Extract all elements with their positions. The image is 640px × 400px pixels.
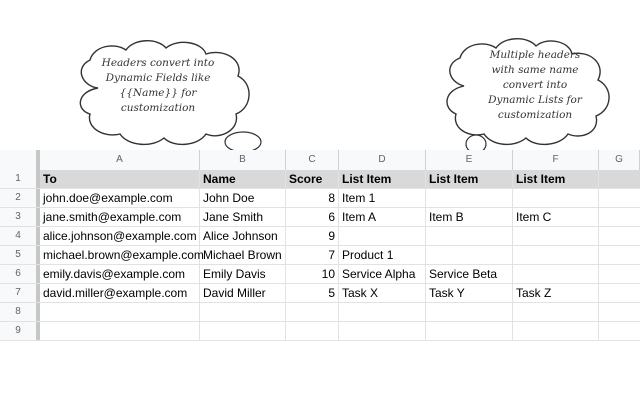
cell-list-item[interactable] — [339, 227, 426, 245]
row-number[interactable]: 2 — [0, 189, 40, 207]
empty-cell[interactable] — [513, 322, 599, 340]
header-cell-list-item[interactable]: List Item — [339, 170, 426, 188]
row-number[interactable]: 9 — [0, 322, 40, 340]
left-note-line: {{Name}} for — [119, 87, 197, 99]
row-number[interactable]: 7 — [0, 284, 40, 302]
empty-cell[interactable] — [286, 322, 339, 340]
cell-name[interactable]: John Doe — [200, 189, 286, 207]
header-cell-name[interactable]: Name — [200, 170, 286, 188]
row-number[interactable]: 3 — [0, 208, 40, 226]
empty-cell[interactable] — [513, 303, 599, 321]
cell-list-item[interactable] — [513, 227, 599, 245]
row-number[interactable]: 4 — [0, 227, 40, 245]
row-number[interactable]: 6 — [0, 265, 40, 283]
cell-to[interactable]: alice.johnson@example.com — [40, 227, 200, 245]
empty-cell[interactable] — [200, 303, 286, 321]
column-header-c[interactable]: C — [286, 150, 339, 170]
cell-name[interactable]: Michael Brown — [200, 246, 286, 264]
cell-score[interactable]: 8 — [286, 189, 339, 207]
cell-list-item[interactable]: Task Y — [426, 284, 513, 302]
empty-cell[interactable] — [339, 322, 426, 340]
column-header-g[interactable]: G — [599, 150, 640, 170]
empty-cell[interactable] — [426, 303, 513, 321]
cell-list-item[interactable] — [513, 265, 599, 283]
empty-cell[interactable] — [339, 303, 426, 321]
cell-score[interactable]: 7 — [286, 246, 339, 264]
cell-to[interactable]: emily.davis@example.com — [40, 265, 200, 283]
cell-list-item[interactable]: Product 1 — [339, 246, 426, 264]
cell-list-item[interactable]: Item 1 — [339, 189, 426, 207]
cell-name[interactable]: Jane Smith — [200, 208, 286, 226]
cell-to[interactable]: john.doe@example.com — [40, 189, 200, 207]
cell-name[interactable]: David Miller — [200, 284, 286, 302]
table-row: 4 alice.johnson@example.com Alice Johnso… — [0, 227, 640, 246]
column-header-f[interactable]: F — [513, 150, 599, 170]
empty-cell[interactable] — [286, 303, 339, 321]
empty-cell[interactable] — [426, 322, 513, 340]
spreadsheet-grid[interactable]: A B C D E F G 1 To Name Score List Item … — [0, 150, 640, 341]
cell-score[interactable]: 9 — [286, 227, 339, 245]
right-note-line: customization — [497, 109, 573, 121]
cell-list-item[interactable]: Service Alpha — [339, 265, 426, 283]
left-note: Headers convert into Dynamic Fields like… — [90, 56, 226, 116]
header-cell-list-item[interactable]: List Item — [426, 170, 513, 188]
cell-to[interactable]: michael.brown@example.com — [40, 246, 204, 264]
cell-list-item[interactable] — [426, 189, 513, 207]
cell-list-item[interactable] — [513, 246, 599, 264]
table-row: 5 michael.brown@example.com Michael Brow… — [0, 246, 640, 265]
cell-list-item[interactable] — [513, 189, 599, 207]
cell-list-item[interactable]: Item A — [339, 208, 426, 226]
left-note-line: Headers convert into — [101, 57, 215, 69]
cell-list-item[interactable] — [426, 246, 513, 264]
table-row: 6 emily.davis@example.com Emily Davis 10… — [0, 265, 640, 284]
column-header-b[interactable]: B — [200, 150, 286, 170]
table-row: 8 — [0, 303, 640, 322]
cell-list-item[interactable]: Task X — [339, 284, 426, 302]
cell-list-item[interactable]: Service Beta — [426, 265, 513, 283]
table-row: 1 To Name Score List Item List Item List… — [0, 170, 640, 189]
left-note-line: Dynamic Fields like — [105, 72, 211, 84]
left-note-line: customization — [120, 102, 196, 114]
cell-score[interactable]: 10 — [286, 265, 339, 283]
empty-cell[interactable] — [40, 322, 200, 340]
right-note-line: with same name — [491, 64, 579, 76]
empty-cell[interactable] — [40, 303, 200, 321]
column-header-d[interactable]: D — [339, 150, 426, 170]
cell-list-item[interactable]: Item B — [426, 208, 513, 226]
right-note-line: Dynamic Lists for — [488, 94, 582, 106]
cell-name[interactable]: Alice Johnson — [200, 227, 286, 245]
cell-score[interactable]: 5 — [286, 284, 339, 302]
right-note: Multiple headers with same name convert … — [470, 48, 600, 123]
row-number[interactable]: 5 — [0, 246, 40, 264]
column-header-bar: A B C D E F G — [0, 150, 640, 171]
right-note-line: convert into — [502, 79, 568, 91]
column-header-e[interactable]: E — [426, 150, 513, 170]
right-note-line: Multiple headers — [489, 49, 581, 61]
row-number[interactable]: 8 — [0, 303, 40, 321]
table-row: 2 john.doe@example.com John Doe 8 Item 1 — [0, 189, 640, 208]
select-all-corner[interactable] — [0, 150, 40, 170]
header-cell-list-item[interactable]: List Item — [513, 170, 599, 188]
cell-list-item[interactable] — [426, 227, 513, 245]
cell-to[interactable]: david.miller@example.com — [40, 284, 200, 302]
cell-list-item[interactable]: Task Z — [513, 284, 599, 302]
table-row: 7 david.miller@example.com David Miller … — [0, 284, 640, 303]
left-thought-cloud — [79, 40, 266, 172]
header-cell-to[interactable]: To — [40, 170, 200, 188]
column-header-a[interactable]: A — [40, 150, 200, 170]
row-number[interactable]: 1 — [0, 170, 40, 188]
table-row: 9 — [0, 322, 640, 341]
cell-score[interactable]: 6 — [286, 208, 339, 226]
cell-to[interactable]: jane.smith@example.com — [40, 208, 200, 226]
table-row: 3 jane.smith@example.com Jane Smith 6 It… — [0, 208, 640, 227]
cell-name[interactable]: Emily Davis — [200, 265, 286, 283]
empty-cell[interactable] — [200, 322, 286, 340]
header-cell-score[interactable]: Score — [286, 170, 339, 188]
cell-list-item[interactable]: Item C — [513, 208, 599, 226]
